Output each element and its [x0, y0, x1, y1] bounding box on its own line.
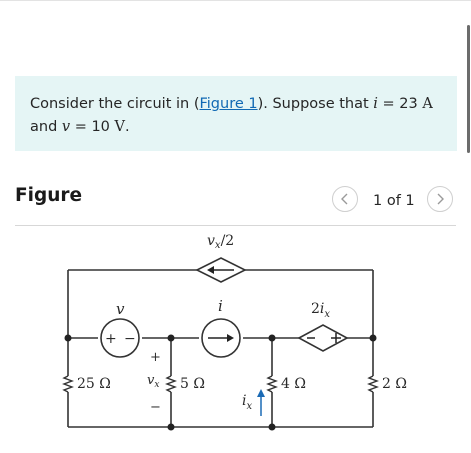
dep-current-label: v [207, 233, 215, 249]
resistor-2-label: 2 Ω [382, 376, 407, 392]
voltage-symbol: v [61, 118, 71, 135]
svg-text:+: + [105, 331, 117, 347]
svg-text:−: − [124, 331, 136, 347]
figure-divider [15, 225, 456, 226]
svg-text:ix: ix [242, 393, 252, 412]
svg-text:2ix: 2ix [311, 301, 330, 320]
resistor-5-label: 5 Ω [180, 376, 205, 392]
current-equals: = 23 [377, 96, 423, 112]
circuit-wires [67, 269, 374, 428]
vx-minus-label: − [150, 400, 161, 415]
problem-text: and [30, 118, 62, 135]
dependent-current-source-icon [195, 257, 247, 283]
scrollbar[interactable] [467, 25, 470, 153]
figure-title: Figure [15, 185, 83, 206]
resistor-25-ohm [62, 375, 74, 393]
problem-text: . [125, 118, 130, 135]
svg-text:vx/2: vx/2 [207, 233, 234, 251]
problem-text: ). Suppose that [257, 96, 374, 112]
dep-current-label-rest: /2 [221, 233, 235, 249]
voltage-unit: V [114, 118, 126, 135]
chevron-left-icon [341, 193, 348, 205]
voltage-source-icon: + − [100, 318, 140, 358]
junction-dots [64, 334, 377, 431]
resistor-2-ohm [367, 375, 379, 393]
top-divider [0, 0, 471, 1]
dep-voltage-sub: x [324, 309, 330, 320]
vx-label: v [147, 373, 155, 388]
current-unit: A [422, 96, 433, 112]
chevron-right-icon [437, 193, 444, 205]
ix-label-sub: x [246, 401, 252, 412]
previous-figure-button[interactable] [332, 186, 358, 212]
voltage-source-label: v [116, 300, 125, 318]
problem-statement: Consider the circuit in (Figure 1). Supp… [15, 76, 457, 151]
dep-voltage-var: i [320, 301, 324, 317]
ix-label: i [242, 393, 246, 409]
resistor-5-ohm [165, 375, 177, 393]
dependent-voltage-source-icon [297, 324, 349, 352]
resistor-4-ohm [266, 375, 278, 393]
current-symbol: i [373, 96, 378, 112]
figure-link[interactable]: Figure 1 [199, 96, 258, 112]
figure-page-indicator: 1 of 1 [373, 193, 415, 209]
vx-plus-label: + [150, 350, 161, 365]
ix-arrow-icon [257, 389, 265, 416]
resistor-4-label: 4 Ω [281, 376, 306, 392]
current-source-label: i [218, 297, 223, 315]
next-figure-button[interactable] [427, 186, 453, 212]
dep-voltage-coef: 2 [311, 301, 320, 317]
problem-text: Consider the circuit in ( [30, 96, 200, 112]
resistor-25-label: 25 Ω [77, 376, 111, 392]
voltage-equals: = 10 [70, 118, 115, 135]
vx-label-sub: x [154, 380, 159, 390]
current-source-icon [201, 318, 241, 358]
resistors [62, 375, 379, 393]
svg-text:vx: vx [147, 373, 159, 390]
dep-current-label-sub: x [215, 240, 221, 251]
